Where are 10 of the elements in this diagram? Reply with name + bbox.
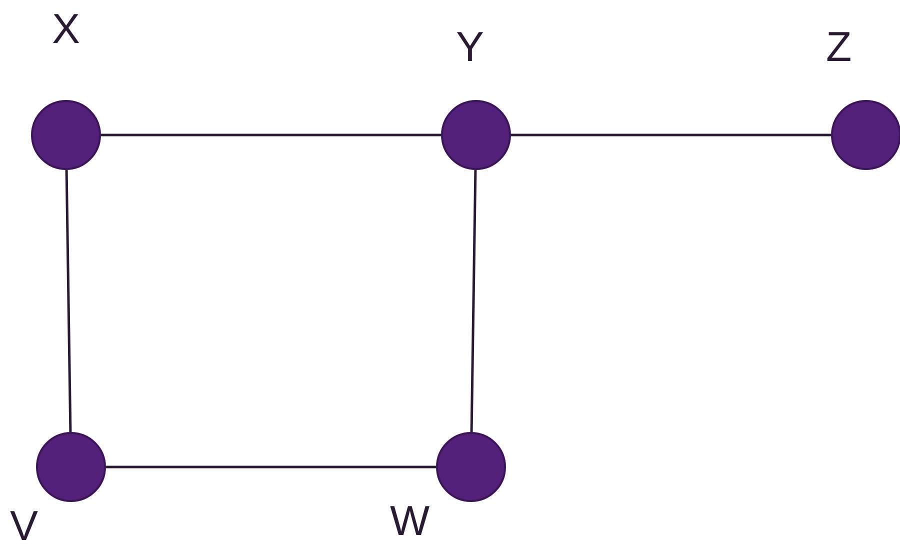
connector-line — [511, 134, 831, 136]
node-label: V — [10, 505, 38, 545]
connector-line — [106, 466, 436, 468]
node-label: Y — [456, 26, 484, 68]
connector-line — [65, 170, 72, 432]
connector-line — [101, 134, 441, 136]
node-label: W — [390, 500, 430, 542]
connector-line — [470, 170, 477, 432]
node-label: Z — [826, 26, 852, 68]
node-label: X — [52, 8, 80, 50]
